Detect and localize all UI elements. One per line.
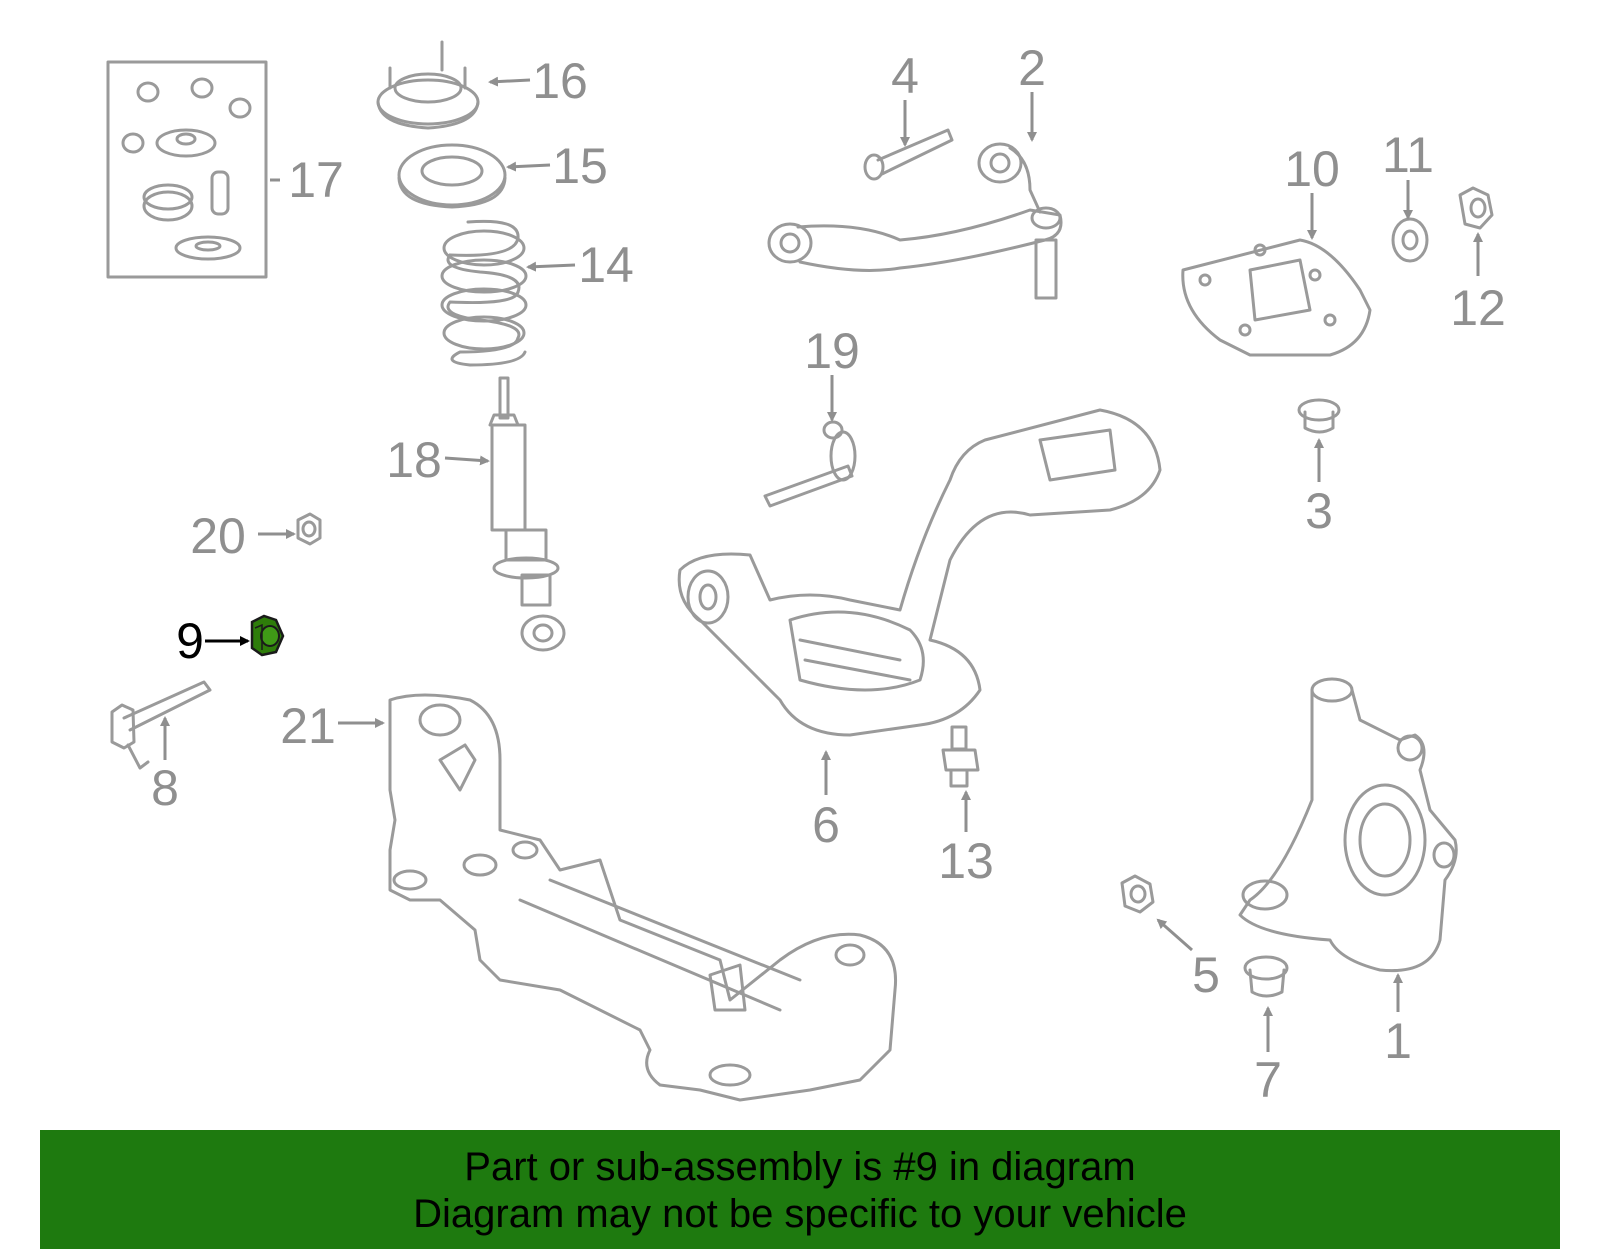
callout-8: 8 <box>151 760 179 816</box>
part-16-upper-mount <box>376 40 480 130</box>
part-20-nut <box>296 512 322 546</box>
part-10-bracket <box>1181 238 1372 357</box>
part-2-upper-control-arm <box>767 142 1063 300</box>
info-banner: Part or sub-assembly is #9 in diagram Di… <box>40 1130 1560 1249</box>
callout-9: 9 <box>176 613 204 669</box>
callout-1: 1 <box>1384 1013 1412 1069</box>
part-6-lower-control-arm <box>677 408 1162 737</box>
callout-16: 16 <box>532 53 588 109</box>
callout-17: 17 <box>288 152 344 208</box>
leader-lines <box>160 76 1483 1052</box>
callout-18: 18 <box>386 432 442 488</box>
part-15-insulator <box>397 143 507 209</box>
part-5-nut <box>1120 874 1155 914</box>
part-4-bolt <box>863 128 954 181</box>
part-21-crossmember <box>388 693 898 1102</box>
callout-21: 21 <box>280 698 336 754</box>
part-11-bushing <box>1391 217 1429 263</box>
callout-10: 10 <box>1284 141 1340 197</box>
callout-6: 6 <box>812 797 840 853</box>
part-17-mount-kit <box>106 60 268 279</box>
callout-11: 11 <box>1382 127 1434 183</box>
part-13-ball-joint <box>941 725 980 788</box>
callout-12: 12 <box>1450 280 1506 336</box>
suspension-parts-diagram: 1 2 3 4 5 6 7 8 9 10 11 12 13 14 15 16 1… <box>106 40 1506 1108</box>
part-12-nut <box>1458 186 1494 230</box>
callout-15: 15 <box>552 138 608 194</box>
callout-3: 3 <box>1305 483 1333 539</box>
callout-13: 13 <box>938 833 994 889</box>
part-8-cam-bolt <box>110 680 212 770</box>
callout-2: 2 <box>1018 40 1046 96</box>
callout-20: 20 <box>190 508 246 564</box>
callout-14: 14 <box>578 237 634 293</box>
callout-labels: 1 2 3 4 5 6 7 8 9 10 11 12 13 14 15 16 1… <box>151 40 1506 1108</box>
part-18-shock-absorber <box>488 376 566 652</box>
part-1-steering-knuckle <box>1238 677 1458 973</box>
part-3-nut <box>1297 398 1341 434</box>
part-19-cam-bolt <box>763 420 857 508</box>
callout-19: 19 <box>804 323 860 379</box>
callout-7: 7 <box>1254 1052 1282 1108</box>
callout-4: 4 <box>891 48 919 104</box>
callout-5: 5 <box>1192 947 1220 1003</box>
part-9-nut-highlighted <box>250 614 285 657</box>
banner-line-1: Part or sub-assembly is #9 in diagram <box>464 1145 1136 1189</box>
part-7-nut <box>1243 955 1289 998</box>
part-14-coil-spring <box>440 219 528 367</box>
banner-line-2: Diagram may not be specific to your vehi… <box>413 1192 1187 1236</box>
